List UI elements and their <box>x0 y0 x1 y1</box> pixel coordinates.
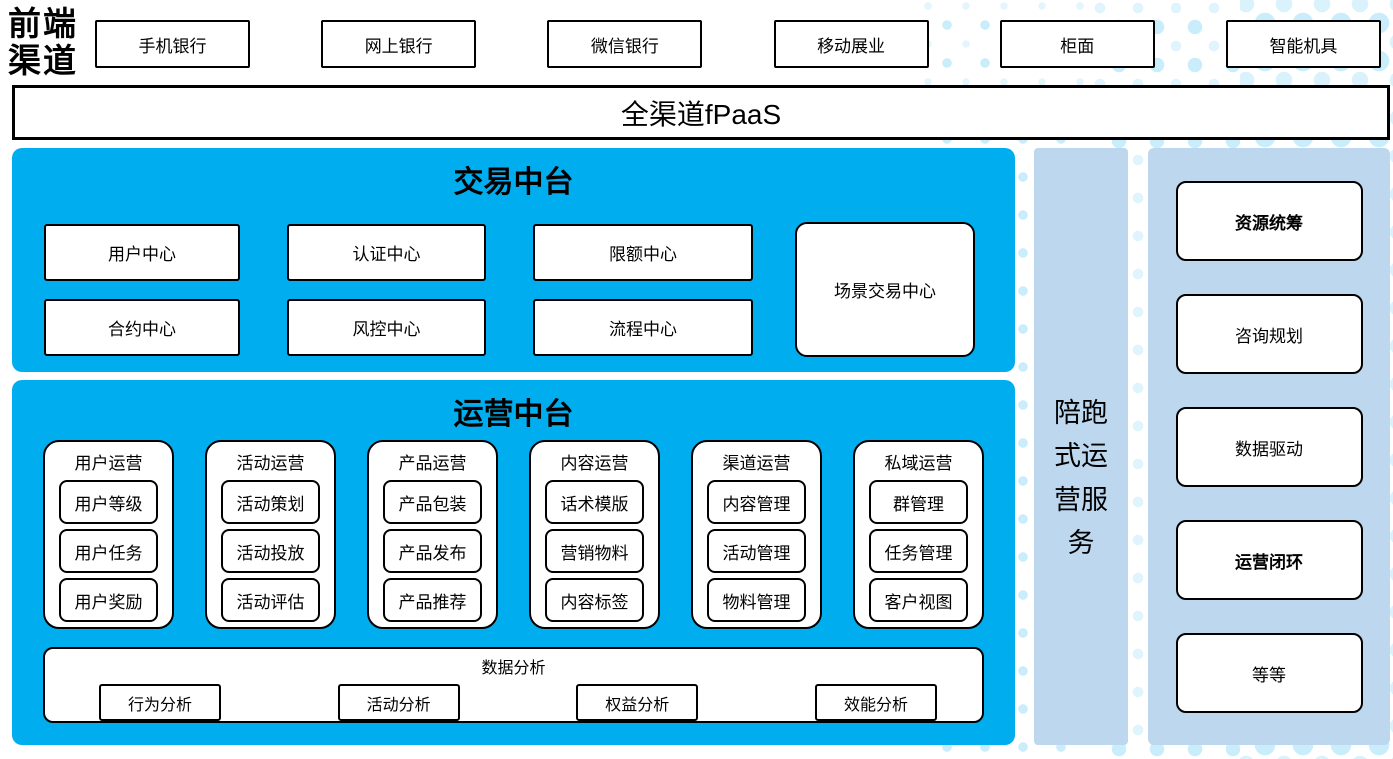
analysis-box: 效能分析 <box>814 684 937 721</box>
service-box: 咨询规划 <box>1175 294 1363 374</box>
analysis-box: 行为分析 <box>99 684 221 721</box>
center-box: 认证中心 <box>287 224 486 281</box>
ops-sub-box: 用户等级 <box>59 480 158 524</box>
service-box: 等等 <box>1175 633 1363 713</box>
ops-group-title: 产品运营 <box>398 454 467 473</box>
ops-sub-box: 任务管理 <box>869 529 968 573</box>
ops-group-title: 活动运营 <box>236 454 305 473</box>
trade-platform-panel: 交易中台 用户中心 认证中心 限额中心 合约中心 风控中心 流程中心 场景交易中… <box>12 148 1015 372</box>
service-box: 资源统筹 <box>1175 181 1363 261</box>
ops-sub-box: 群管理 <box>869 480 968 524</box>
ops-sub-box: 产品发布 <box>383 529 482 573</box>
ops-sub-box: 内容管理 <box>707 480 806 524</box>
ops-sub-box: 活动管理 <box>707 529 806 573</box>
ops-group: 渠道运营 内容管理 活动管理 物料管理 <box>691 440 822 629</box>
ops-group-title: 私域运营 <box>884 454 953 473</box>
ops-sub-box: 物料管理 <box>707 578 806 622</box>
fpaas-bar: 全渠道fPaaS <box>12 85 1390 140</box>
ops-sub-box: 产品推荐 <box>383 578 482 622</box>
ops-groups-row: 用户运营 用户等级 用户任务 用户奖励 活动运营 活动策划 活动投放 活动评估 … <box>43 440 984 629</box>
ops-group-title: 用户运营 <box>74 454 143 473</box>
ops-group: 用户运营 用户等级 用户任务 用户奖励 <box>43 440 174 629</box>
center-box: 用户中心 <box>44 224 240 281</box>
ops-group: 私域运营 群管理 任务管理 客户视图 <box>853 440 984 629</box>
channel-box: 手机银行 <box>95 20 250 68</box>
center-box: 流程中心 <box>533 299 753 356</box>
frontend-channels-label: 前端渠道 <box>8 4 78 80</box>
frontend-channels-row: 手机银行 网上银行 微信银行 移动展业 柜面 智能机具 <box>95 20 1381 68</box>
ops-sub-box: 产品包装 <box>383 480 482 524</box>
ops-group-title: 内容运营 <box>560 454 629 473</box>
analysis-box: 权益分析 <box>576 684 699 721</box>
ops-group-title: 渠道运营 <box>722 454 791 473</box>
channel-box: 微信银行 <box>547 20 703 68</box>
center-box: 合约中心 <box>44 299 240 356</box>
center-box: 限额中心 <box>533 224 753 281</box>
data-analysis-row: 行为分析 活动分析 权益分析 效能分析 <box>99 684 937 721</box>
ops-group: 活动运营 活动策划 活动投放 活动评估 <box>205 440 336 629</box>
ops-sub-box: 活动策划 <box>221 480 320 524</box>
data-analysis-title: 数据分析 <box>481 660 546 677</box>
ops-sub-box: 话术模版 <box>545 480 644 524</box>
data-analysis-band: 数据分析 行为分析 活动分析 权益分析 效能分析 <box>43 647 984 723</box>
ops-sub-box: 内容标签 <box>545 578 644 622</box>
ops-sub-box: 用户任务 <box>59 529 158 573</box>
channel-box: 移动展业 <box>773 20 929 68</box>
channel-box: 柜面 <box>999 20 1155 68</box>
service-column: 资源统筹 咨询规划 数据驱动 运营闭环 等等 <box>1148 148 1390 745</box>
analysis-box: 活动分析 <box>337 684 460 721</box>
trade-platform-title: 交易中台 <box>453 166 574 199</box>
companion-service-label: 陪跑式运营服务 <box>1054 398 1108 558</box>
scene-trade-center-box: 场景交易中心 <box>795 222 975 357</box>
ops-sub-box: 活动评估 <box>221 578 320 622</box>
ops-sub-box: 营销物料 <box>545 529 644 573</box>
service-box: 数据驱动 <box>1175 407 1363 487</box>
ops-group: 内容运营 话术模版 营销物料 内容标签 <box>529 440 660 629</box>
ops-group: 产品运营 产品包装 产品发布 产品推荐 <box>367 440 498 629</box>
companion-service-bar: 陪跑式运营服务 <box>1034 148 1128 745</box>
channel-box: 智能机具 <box>1225 20 1381 68</box>
ops-sub-box: 客户视图 <box>869 578 968 622</box>
channel-box: 网上银行 <box>321 20 477 68</box>
center-box: 风控中心 <box>287 299 486 356</box>
ops-platform-panel: 运营中台 用户运营 用户等级 用户任务 用户奖励 活动运营 活动策划 活动投放 … <box>12 380 1015 745</box>
service-box: 运营闭环 <box>1175 520 1363 600</box>
ops-platform-title: 运营中台 <box>453 398 574 431</box>
ops-sub-box: 活动投放 <box>221 529 320 573</box>
ops-sub-box: 用户奖励 <box>59 578 158 622</box>
